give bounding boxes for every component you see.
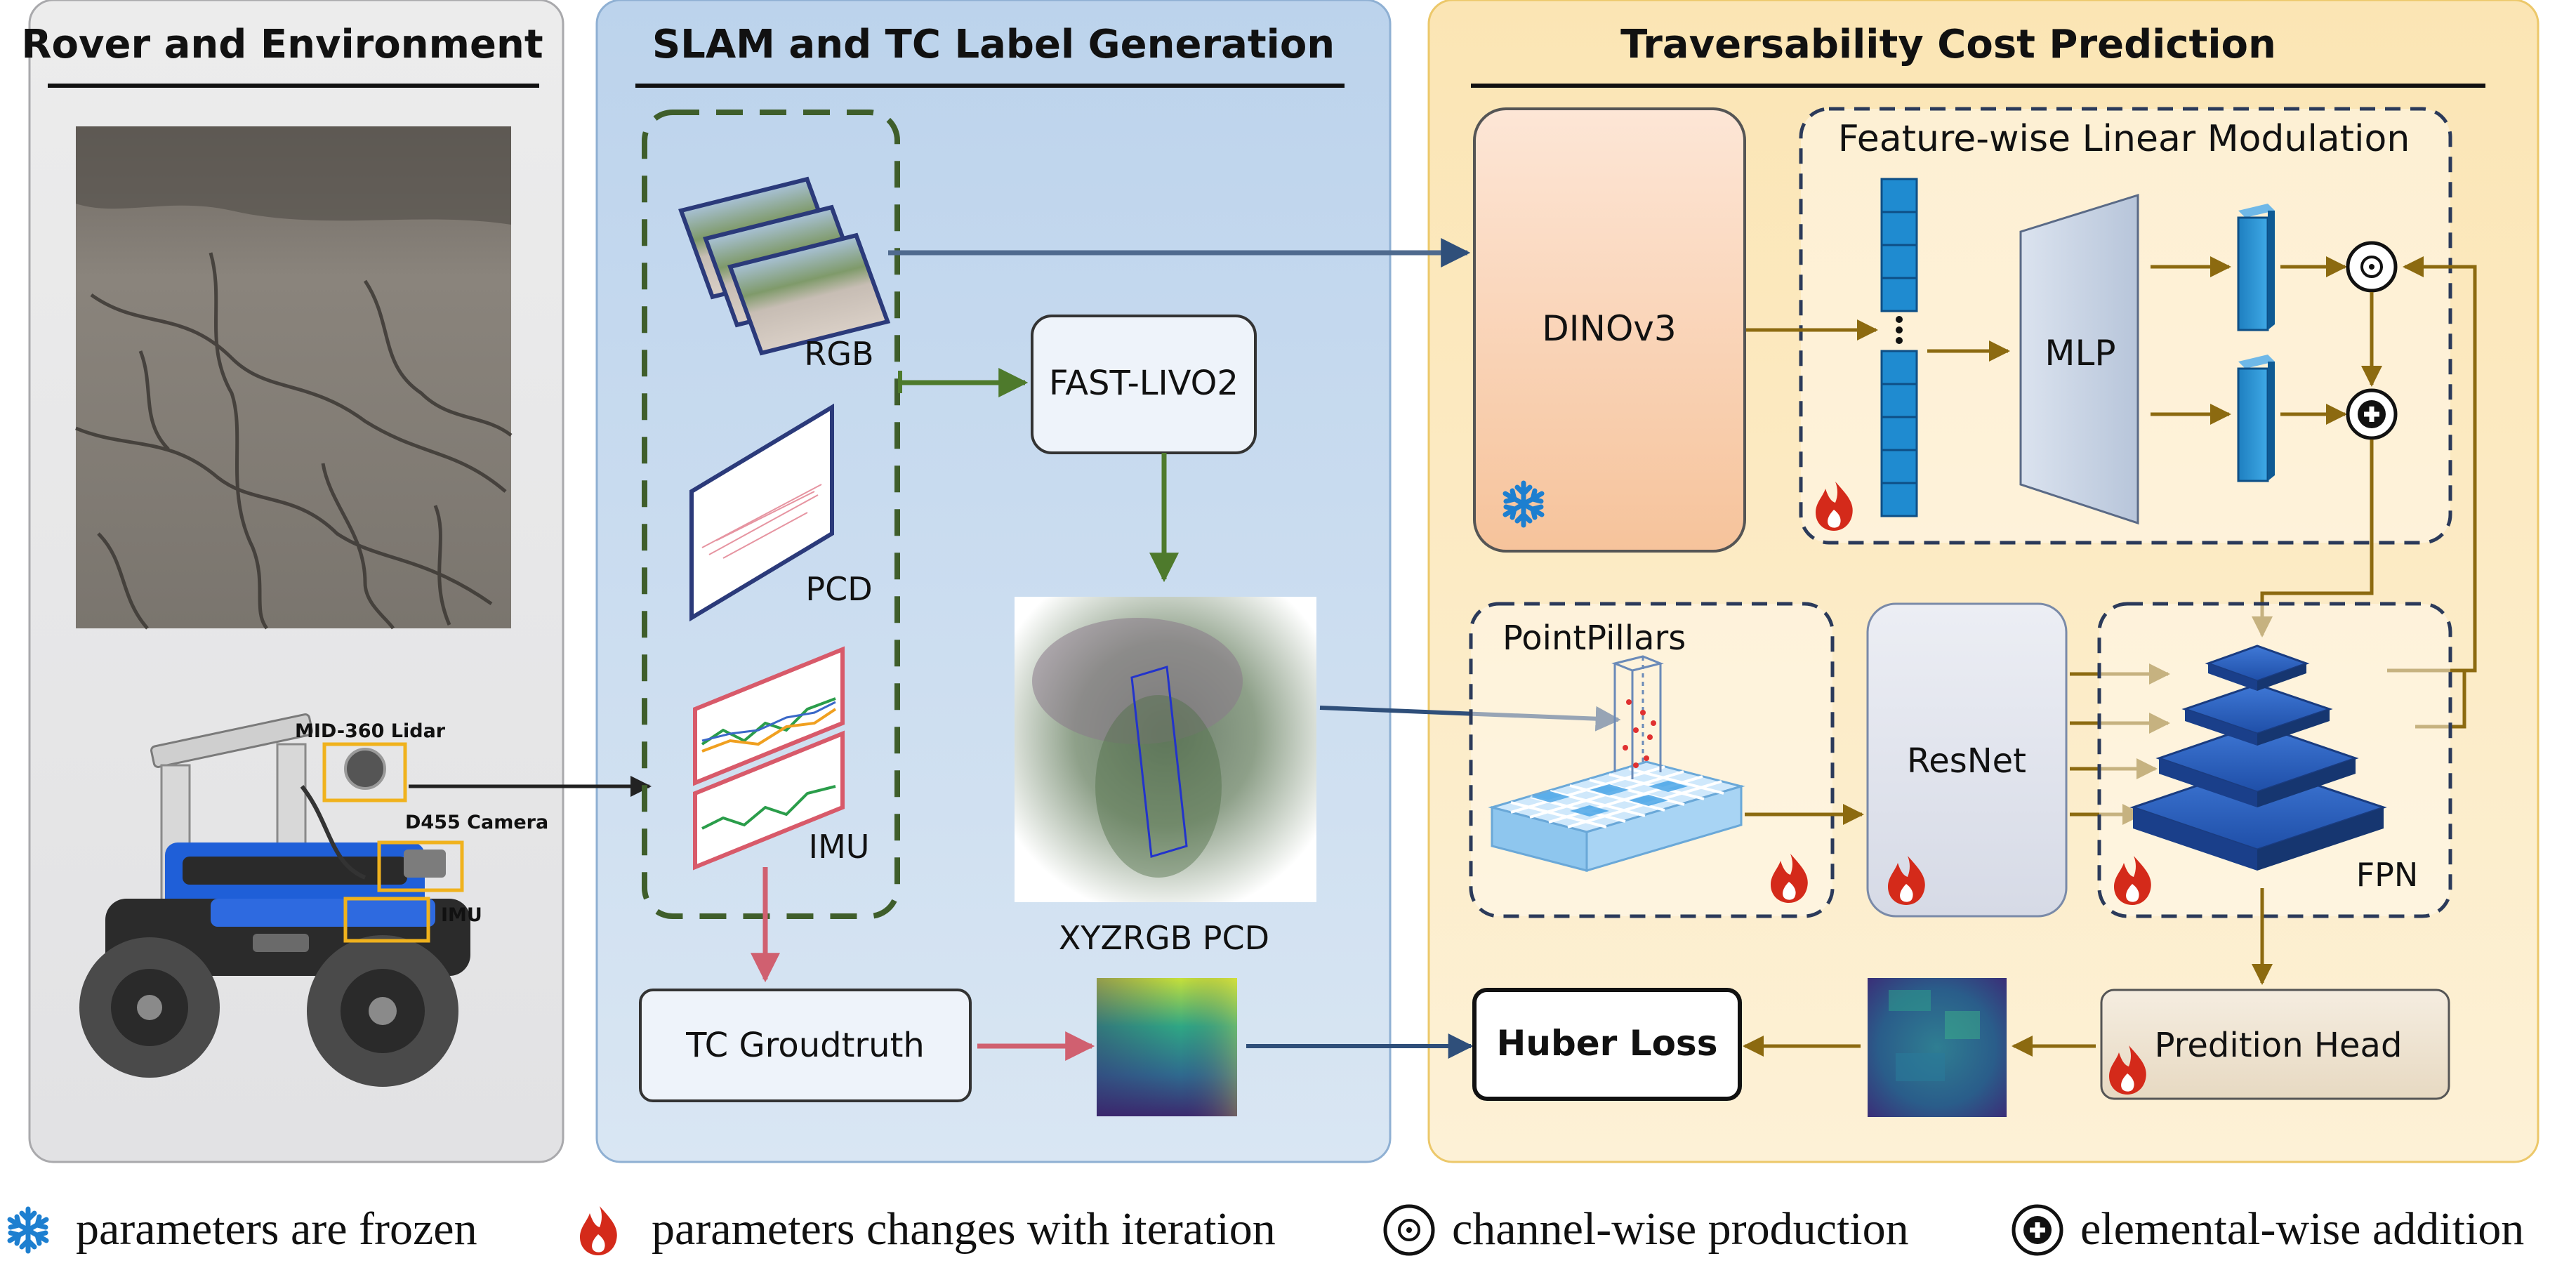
imu-label: IMU bbox=[809, 828, 870, 866]
prediction-head-box bbox=[2100, 989, 2450, 1100]
tc-groundtruth-label: TC Groudtruth bbox=[685, 1026, 925, 1065]
legend-frozen-text: parameters are frozen bbox=[76, 1203, 477, 1255]
legend-add-icon bbox=[2014, 1206, 2061, 1254]
camera-label: D455 Camera bbox=[405, 812, 548, 833]
imu-frames bbox=[693, 646, 845, 871]
legend-trainable-text: parameters changes with iteration bbox=[652, 1203, 1276, 1255]
fast-livo2-label: FAST-LIVO2 bbox=[1049, 364, 1239, 403]
rgb-label: RGB bbox=[804, 335, 873, 373]
camera-highlight-box bbox=[377, 840, 464, 892]
pointpillars-label: PointPillars bbox=[1502, 619, 1686, 658]
beta-vector bbox=[2237, 355, 2275, 482]
imu-rover-label: IMU bbox=[441, 904, 482, 926]
imu-highlight-box bbox=[343, 897, 430, 943]
pcd-label: PCD bbox=[805, 570, 872, 608]
slam-panel-title: SLAM and TC Label Generation bbox=[652, 22, 1335, 67]
legend-flame-icon bbox=[580, 1206, 617, 1255]
xyzrgb-pcd-image bbox=[1015, 597, 1316, 902]
legend-product-text: channel-wise production bbox=[1452, 1203, 1909, 1255]
rover-panel-title: Rover and Environment bbox=[21, 22, 543, 67]
sensor-group-box bbox=[642, 110, 900, 919]
legend-snowflake-icon bbox=[10, 1209, 46, 1251]
channel-product-op-icon bbox=[2348, 243, 2396, 291]
fast-livo2-box bbox=[1031, 315, 1257, 454]
terrain-photo bbox=[75, 126, 513, 630]
legend-add-text: elemental-wise addition bbox=[2080, 1203, 2524, 1255]
lidar-label: MID-360 Lidar bbox=[295, 720, 446, 742]
dinov3-label: DINOv3 bbox=[1542, 308, 1676, 349]
gt-heatmap bbox=[1097, 978, 1237, 1116]
predicted-cost-map bbox=[1868, 978, 2007, 1117]
feature-vector-bottom bbox=[1880, 350, 1918, 517]
legend-product-icon bbox=[1385, 1206, 1433, 1254]
tc-groundtruth-box bbox=[639, 989, 972, 1102]
pillar-grid bbox=[1488, 760, 1745, 873]
resnet-box bbox=[1866, 602, 2068, 918]
dinov3-box bbox=[1473, 107, 1746, 553]
fpn-label: FPN bbox=[2356, 856, 2419, 894]
pcd-frame bbox=[689, 403, 834, 622]
pillar-column bbox=[1611, 655, 1664, 779]
fpn-pyramid bbox=[2129, 645, 2387, 871]
rover-robot bbox=[79, 713, 470, 1087]
rgb-frames bbox=[678, 176, 891, 356]
tc-panel-title: Traversability Cost Prediction bbox=[1620, 22, 2276, 67]
element-add-op-icon bbox=[2348, 390, 2396, 438]
xyzrgb-pcd-label: XYZRGB PCD bbox=[1059, 919, 1269, 957]
feature-vector-top bbox=[1880, 178, 1918, 312]
mlp-block bbox=[2019, 193, 2139, 525]
resnet-label: ResNet bbox=[1907, 741, 2026, 781]
gamma-vector bbox=[2237, 204, 2275, 331]
huber-loss-box bbox=[1472, 988, 1742, 1101]
prediction-head-label: Predition Head bbox=[2155, 1026, 2403, 1065]
film-title: Feature-wise Linear Modulation bbox=[1838, 118, 2410, 160]
lidar-highlight-box bbox=[322, 742, 407, 802]
mlp-label: MLP bbox=[2045, 333, 2115, 374]
legend: parameters are frozen parameters changes… bbox=[10, 1203, 2524, 1255]
feature-vector-ellipsis bbox=[1896, 316, 1903, 344]
huber-loss-label: Huber Loss bbox=[1497, 1023, 1718, 1064]
